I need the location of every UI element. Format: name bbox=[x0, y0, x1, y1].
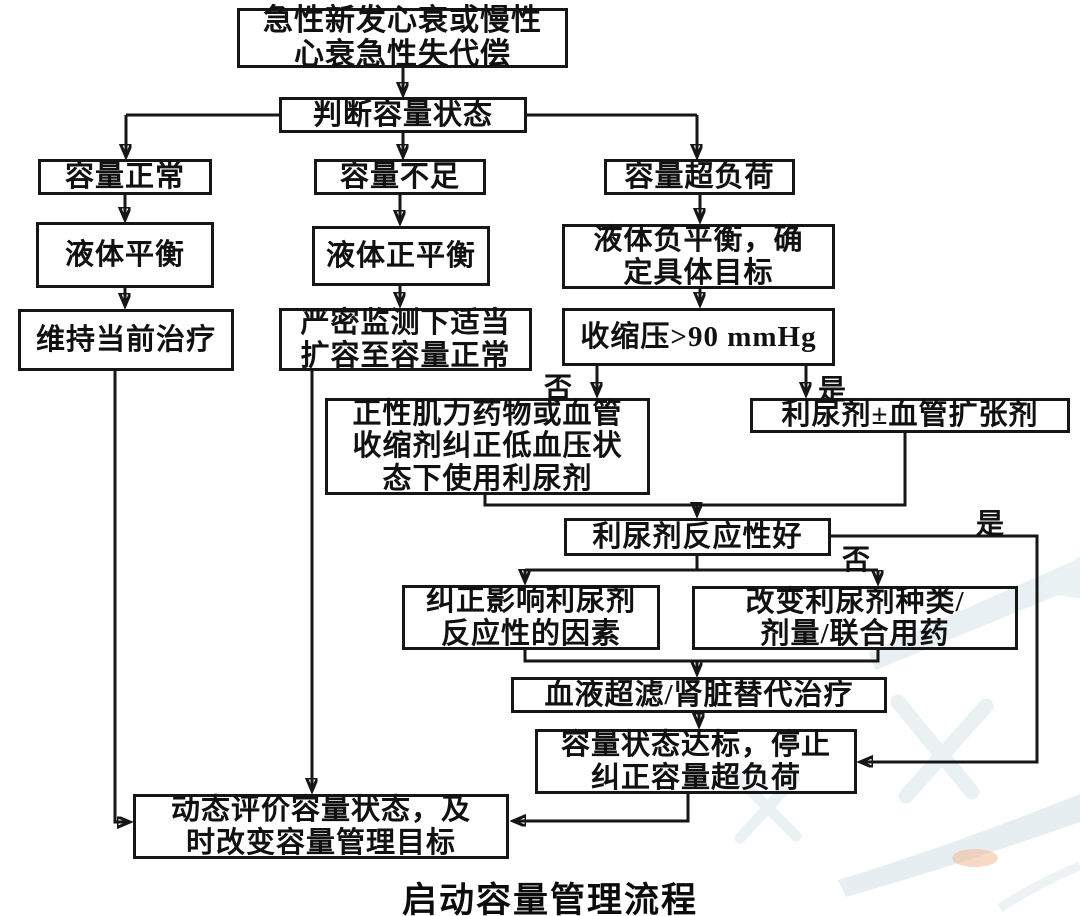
node-fluid-balance: 液体平衡 bbox=[36, 222, 214, 288]
node-correct-response-factors: 纠正影响利尿剂 反应性的因素 bbox=[402, 585, 660, 650]
watermark-stroke-icon bbox=[898, 698, 994, 804]
node-diuretic-vasodilator: 利尿剂±血管扩张剂 bbox=[750, 398, 1070, 433]
node-positive-fluid-balance: 液体正平衡 bbox=[312, 226, 490, 286]
node-text: 正性肌力药物或血管 bbox=[352, 397, 623, 430]
node-inotropes-vasoconstrictors: 正性肌力药物或血管 收缩剂纠正低血压状 态下使用利尿剂 bbox=[325, 398, 650, 495]
node-text: 时改变容量管理目标 bbox=[185, 826, 456, 859]
watermark-stroke-icon bbox=[890, 694, 980, 800]
watermark-stroke-icon bbox=[734, 772, 801, 844]
node-text: 容量超负荷 bbox=[624, 160, 775, 193]
node-text: 液体负平衡，确 bbox=[593, 224, 804, 257]
node-text: 维持当前治疗 bbox=[35, 323, 216, 356]
watermark-shape-icon bbox=[1030, 556, 1080, 598]
node-text: 利尿剂±血管扩张剂 bbox=[781, 399, 1039, 432]
edge-target-to-dynamic bbox=[514, 794, 690, 821]
node-text: 急性新发心衰或慢性 bbox=[263, 4, 542, 38]
node-text: 容量正常 bbox=[64, 160, 185, 193]
label-sbp-no: 否 bbox=[544, 373, 573, 404]
edge-maintain-to-dynamic bbox=[113, 371, 129, 822]
node-monitored-volume-expansion: 严密监测下适当 扩容至容量正常 bbox=[279, 307, 532, 372]
node-volume-overload: 容量超负荷 bbox=[604, 159, 795, 195]
node-text: 剂量/联合用药 bbox=[760, 618, 950, 650]
node-text: 反应性的因素 bbox=[440, 617, 621, 650]
node-text: 判断容量状态 bbox=[312, 98, 493, 131]
node-text: 收缩压>90 mmHg bbox=[580, 320, 817, 353]
node-maintain-current-treatment: 维持当前治疗 bbox=[18, 309, 234, 371]
node-change-diuretic-regimen: 改变利尿剂种类/ 剂量/联合用药 bbox=[692, 586, 1018, 650]
node-assess-volume-status: 判断容量状态 bbox=[279, 97, 527, 133]
node-volume-insufficient: 容量不足 bbox=[314, 159, 486, 195]
node-sbp-gt-90: 收缩压>90 mmHg bbox=[562, 308, 835, 366]
node-text: 态下使用利尿剂 bbox=[382, 462, 593, 495]
node-negative-fluid-balance: 液体负平衡，确 定具体目标 bbox=[562, 224, 835, 289]
node-volume-normal: 容量正常 bbox=[38, 159, 212, 195]
node-text: 严密监测下适当 bbox=[300, 307, 511, 340]
watermark-orange-dot-icon bbox=[952, 849, 998, 867]
node-text: 纠正影响利尿剂 bbox=[425, 585, 636, 618]
label-response-yes: 是 bbox=[976, 509, 1005, 540]
node-text: 利尿剂反应性好 bbox=[592, 520, 803, 553]
node-volume-target-reached: 容量状态达标，停止 纠正容量超负荷 bbox=[535, 729, 857, 794]
node-text: 心衰急性失代偿 bbox=[294, 38, 511, 71]
node-text: 收缩剂纠正低血压状 bbox=[352, 430, 623, 463]
node-text: 血液超滤/肾脏替代治疗 bbox=[544, 678, 854, 711]
node-text: 动态评价容量状态，及 bbox=[170, 794, 471, 827]
node-text: 改变利尿剂种类/ bbox=[745, 585, 965, 618]
node-text: 液体正平衡 bbox=[325, 239, 476, 272]
node-ultrafiltration-rrt: 血液超滤/肾脏替代治疗 bbox=[511, 677, 887, 713]
label-response-no: 否 bbox=[842, 545, 871, 576]
node-text: 纠正容量超负荷 bbox=[590, 761, 801, 794]
watermark-band-icon bbox=[868, 558, 1080, 670]
node-diuretic-response-good: 利尿剂反应性好 bbox=[564, 518, 831, 556]
flowchart-caption: 启动容量管理流程 bbox=[401, 881, 698, 916]
node-text: 容量状态达标，停止 bbox=[560, 729, 831, 762]
edge-merge-bus-2 bbox=[523, 650, 880, 663]
node-text: 扩容至容量正常 bbox=[300, 339, 511, 372]
watermark-band-icon bbox=[838, 794, 1080, 897]
watermark-stroke-icon bbox=[997, 861, 1080, 912]
node-acute-hf: 急性新发心衰或慢性 心衰急性失代偿 bbox=[237, 4, 568, 71]
node-text: 定具体目标 bbox=[623, 256, 774, 289]
node-text: 液体平衡 bbox=[64, 238, 185, 271]
node-dynamic-evaluation: 动态评价容量状态，及 时改变容量管理目标 bbox=[133, 794, 509, 859]
node-text: 容量不足 bbox=[339, 160, 460, 193]
label-sbp-yes: 是 bbox=[818, 375, 847, 406]
edge-response-yes bbox=[831, 534, 1039, 762]
